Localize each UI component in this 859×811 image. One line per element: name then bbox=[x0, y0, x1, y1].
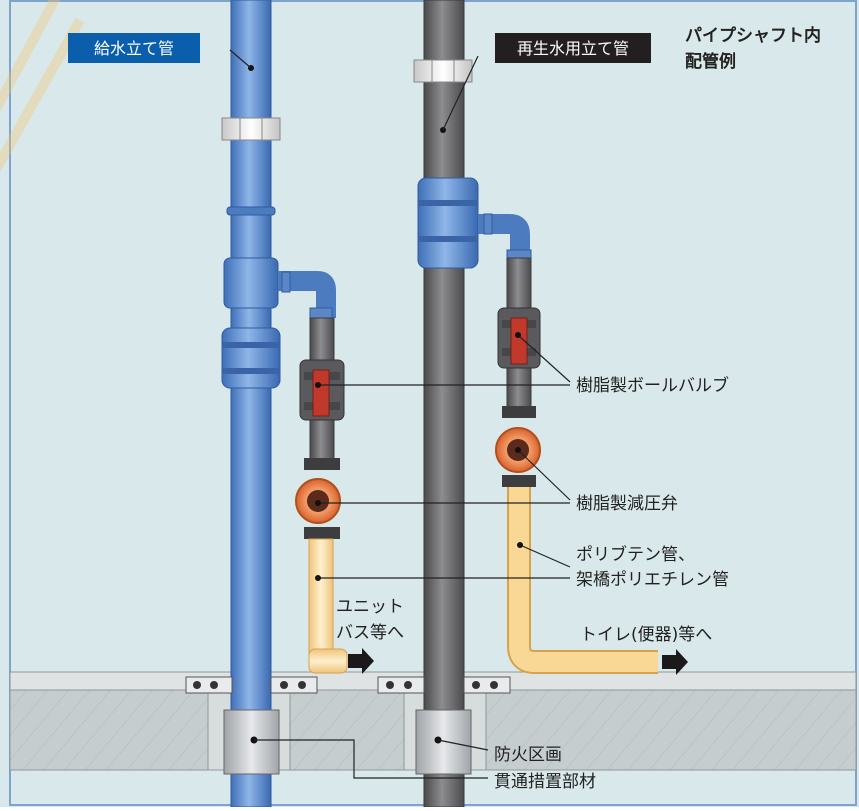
reclaimed-riser-label: 再生水用立て管 bbox=[517, 39, 629, 58]
reclaimed-riser-pipe bbox=[413, 0, 479, 808]
callout-dots bbox=[315, 332, 523, 581]
unit-bath-label-line-1: ユニット bbox=[336, 597, 404, 617]
toilet-label: トイレ(便器)等へ bbox=[580, 625, 712, 645]
pipe-label-line-2: 架橋ポリエチレン管 bbox=[576, 570, 729, 590]
arrow-right-icon bbox=[348, 648, 374, 674]
reclaimed-riser-tag bbox=[495, 33, 651, 63]
fire-stop-label-line-1: 防火区画 bbox=[494, 745, 562, 765]
supply-riser-pipe bbox=[221, 0, 281, 808]
supply-riser-label: 給水立て管 bbox=[94, 39, 174, 58]
callout-lines bbox=[229, 49, 571, 779]
title-line-1: パイプシャフト内 bbox=[685, 25, 821, 46]
unit-bath-label-line-2: バス等へ bbox=[336, 623, 404, 643]
corner-accent bbox=[0, 0, 85, 173]
title-line-2: 配管例 bbox=[685, 51, 736, 72]
slab-clamps bbox=[185, 676, 511, 694]
ball-valve-label: 樹脂製ボールバルブ bbox=[576, 375, 729, 396]
pipe-label-line-1: ポリブテン管、 bbox=[576, 544, 695, 565]
fire-stop-label-line-2: 貫通措置部材 bbox=[494, 772, 596, 792]
pressure-valve-label: 樹脂製減圧弁 bbox=[576, 494, 678, 514]
supply-riser-tag bbox=[68, 33, 200, 63]
supply-branch bbox=[278, 271, 348, 674]
arrow-right-icon bbox=[662, 649, 688, 675]
fire-stop-sleeves bbox=[223, 709, 472, 775]
